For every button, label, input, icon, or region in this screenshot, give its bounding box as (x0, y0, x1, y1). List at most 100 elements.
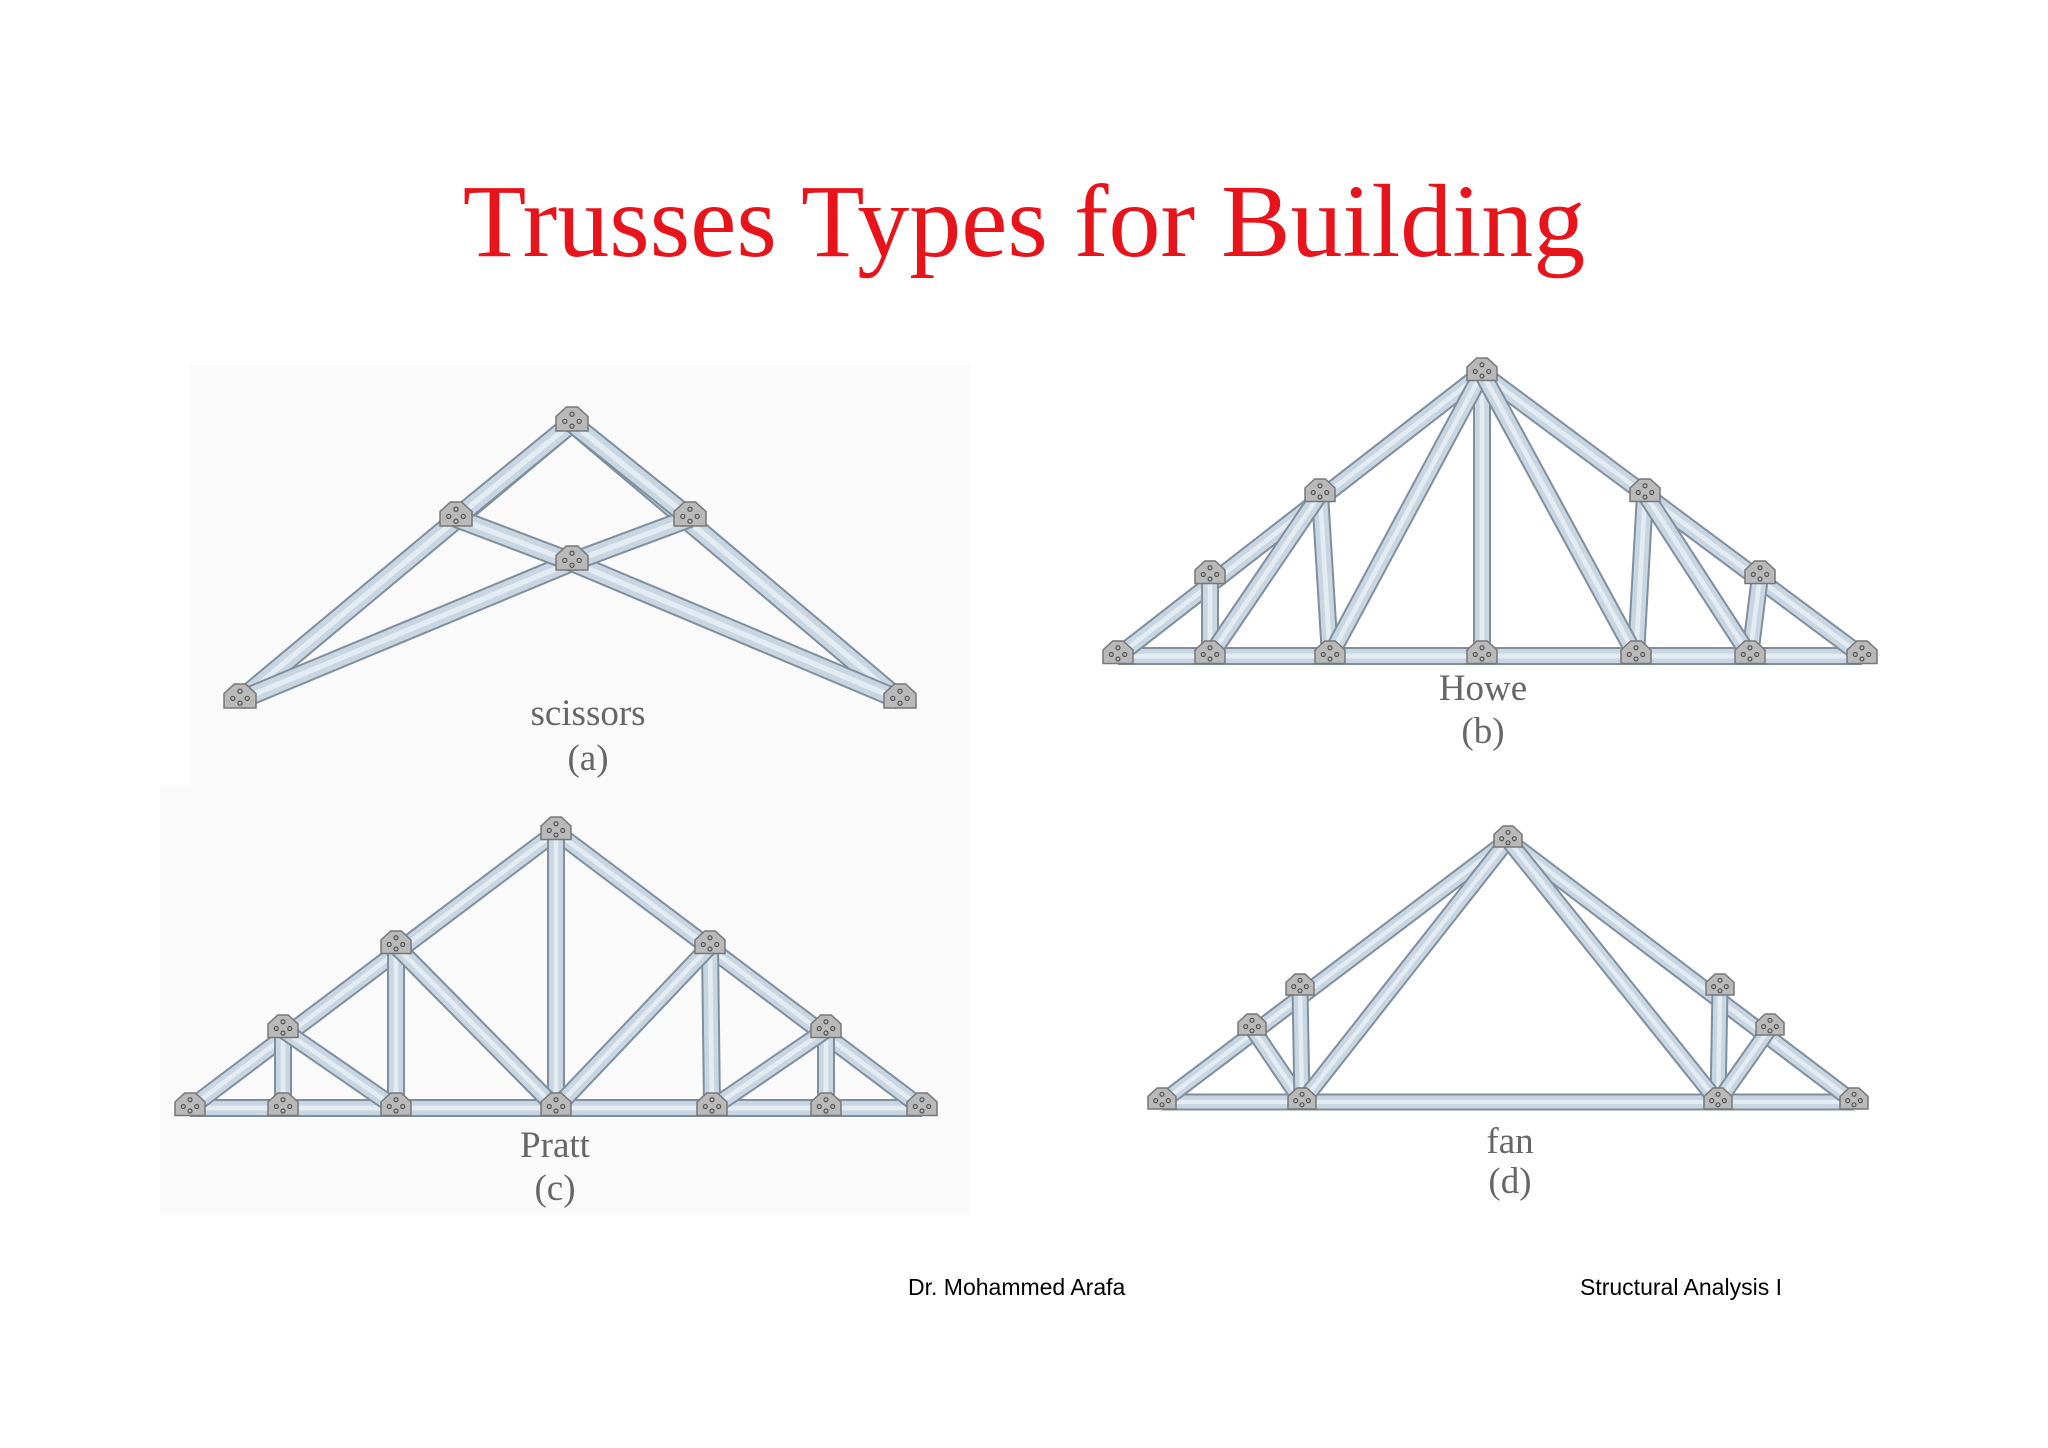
gusset-plate-bolt (569, 550, 575, 556)
gusset-plate-bolt (1635, 489, 1641, 496)
gusset-plate-bolt (1747, 645, 1753, 651)
gusset-plate-bolt (1479, 373, 1485, 379)
gusset-plate-bolt (1857, 1097, 1863, 1104)
gusset-plate-bolt (1642, 494, 1648, 500)
gusset-plate-bolt (569, 423, 575, 429)
gusset-plate-bolt (1122, 651, 1128, 658)
gusset-plate-bolt (1740, 651, 1746, 658)
gusset-plate-bolt (280, 1097, 286, 1103)
gusset-plate-bolt (1499, 835, 1505, 842)
gusset-plate-bolt (1214, 571, 1220, 578)
gusset-plate (1102, 640, 1134, 665)
truss-name-fan: fan (1486, 1121, 1534, 1162)
gusset-plate (267, 1092, 299, 1117)
gusset-plate-bolt (890, 695, 896, 702)
gusset-plate-bolt (709, 1108, 715, 1114)
gusset-plate-bolt (1327, 656, 1333, 662)
gusset-plate-bolt (393, 1108, 399, 1114)
member-highlight (707, 945, 715, 1109)
member-highlight (1716, 1026, 1772, 1104)
member-highlight (1506, 838, 1720, 1104)
gusset-plate-bolt (1479, 645, 1485, 651)
gusset-plate (439, 501, 473, 527)
gusset-plate-bolt (830, 1103, 836, 1110)
gusset-plate (1287, 1087, 1317, 1110)
gusset-plate-bolt (546, 1103, 552, 1110)
gusset-plate-bolt (1757, 576, 1763, 582)
gusset-plate-bolt (1297, 988, 1303, 994)
gusset-plate-bolt (1305, 1097, 1311, 1104)
gusset-plate-bolt (386, 941, 392, 948)
gusset-plate-bolt (553, 1108, 559, 1114)
gusset-plate-bolt (1479, 656, 1485, 662)
gusset-plate (694, 930, 726, 955)
slide-title: Trusses Types for Building (462, 164, 1586, 279)
scissors-truss (223, 406, 917, 710)
gusset-plate-bolt (897, 700, 903, 706)
gusset-plate-bolt (1851, 1091, 1857, 1097)
gusset-plate-bolt (1214, 651, 1220, 658)
member-highlight (570, 559, 902, 703)
member-highlight (1479, 371, 1639, 658)
gusset-plate (1147, 1087, 1177, 1110)
gusset-plate-bolt (1207, 645, 1213, 651)
gusset-plate-bolt (1291, 983, 1297, 990)
gusset-plate (223, 683, 257, 709)
gusset-plate-bolt (702, 1103, 708, 1110)
gusset-plate-bolt (904, 695, 910, 702)
gusset-plate-bolt (823, 1030, 829, 1036)
gusset-plate-bolt (1249, 1017, 1255, 1023)
gusset-plate-bolt (919, 1097, 925, 1103)
gusset-plate (1755, 1013, 1785, 1036)
gusset-plate-bolt (714, 941, 720, 948)
gusset-plate-bolt (680, 513, 686, 520)
gusset-plate (1620, 640, 1652, 665)
gusset-plate-bolt (1486, 651, 1492, 658)
gusset-plate-bolt (1633, 656, 1639, 662)
member-highlight (394, 944, 558, 1110)
gusset-plate-bolt (1479, 362, 1485, 368)
gusset-plate (540, 816, 572, 841)
gusset-plate (555, 545, 589, 571)
gusset-plate-bolt (576, 557, 582, 564)
gusset-plate-bolt (562, 418, 568, 425)
gusset-plate-bolt (553, 821, 559, 827)
gusset-plate-bolt (1754, 651, 1760, 658)
gusset-plate-bolt (194, 1103, 200, 1110)
gusset-plate-bolt (1249, 1028, 1255, 1034)
gusset-plate (673, 501, 707, 527)
member-highlight (188, 830, 558, 1110)
gusset-plate-bolt (707, 946, 713, 952)
gusset-plate (1705, 973, 1735, 996)
gusset-plate-bolt (1153, 1097, 1159, 1104)
truss-name-howe: Howe (1438, 668, 1528, 709)
gusset-plate-bolt (1299, 1102, 1305, 1108)
member-highlight (454, 420, 574, 521)
gusset-plate-bolt (1845, 1097, 1851, 1104)
gusset-plate (267, 1014, 299, 1039)
member-highlight (238, 559, 574, 703)
gusset-plate-bolt (393, 1097, 399, 1103)
gusset-plate (174, 1092, 206, 1117)
member-highlight (1643, 492, 1752, 658)
gusset-plate-bolt (576, 418, 582, 425)
gusset-plate-bolt (1207, 565, 1213, 571)
gusset-plate (1237, 1013, 1267, 1036)
gusset-plate-bolt (1852, 651, 1858, 658)
gusset-plate-bolt (1115, 656, 1121, 662)
gusset-plate-bolt (823, 1108, 829, 1114)
gusset-plate (906, 1092, 938, 1117)
member-highlight (554, 944, 712, 1110)
gusset-plate-bolt (1486, 368, 1492, 375)
gusset-plate-bolt (1327, 645, 1333, 651)
gusset-plate-bolt (280, 1030, 286, 1036)
gusset-plate-bolt (694, 513, 700, 520)
pratt-truss (174, 816, 938, 1117)
member-highlight (1327, 371, 1485, 658)
gusset-plate-bolt (687, 506, 693, 512)
member-highlight (281, 1028, 398, 1110)
gusset-plate (1839, 1087, 1869, 1110)
gusset-plate (1466, 640, 1498, 665)
truss-name-pratt: Pratt (520, 1125, 590, 1166)
gusset-plate-bolt (709, 1097, 715, 1103)
